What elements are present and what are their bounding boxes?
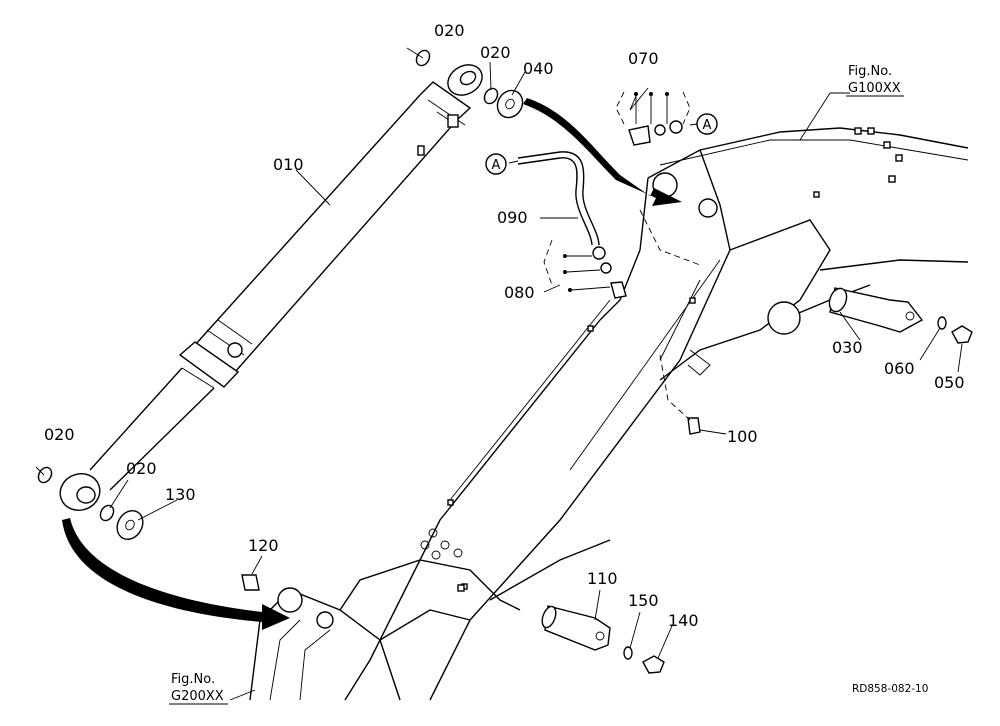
connector-a-right-circle	[696, 113, 718, 135]
grease-nipple-120	[241, 574, 260, 591]
boom-arm	[249, 127, 969, 701]
bolt-050	[951, 325, 973, 344]
connector-a-left-circle	[485, 153, 507, 175]
seal-020-top-right	[483, 87, 499, 105]
seal-020-bottom-right	[99, 504, 115, 522]
arrow-to-boom-top	[523, 98, 682, 206]
fig-ref-bottom-label: Fig.No.	[171, 672, 215, 687]
callout-070: 070	[628, 49, 659, 68]
callout-010: 010	[273, 155, 304, 174]
callout-090: 090	[497, 208, 528, 227]
arrow-to-boom-foot	[62, 518, 290, 630]
callout-140: 140	[668, 611, 699, 630]
assembly-arrows	[62, 98, 682, 630]
washer-060	[937, 316, 947, 330]
connector-a-right: A	[703, 118, 712, 133]
callout-020-top-right: 020	[480, 43, 511, 62]
callout-060: 060	[884, 359, 915, 378]
callout-120: 120	[248, 536, 279, 555]
callout-030: 030	[832, 338, 863, 357]
leader-lines	[35, 47, 963, 701]
connector-a-left: A	[492, 158, 501, 173]
group-brackets	[543, 87, 701, 421]
callout-020-bottom-left: 020	[44, 425, 75, 444]
callout-020-bottom-right: 020	[126, 459, 157, 478]
fig-ref-top-number: G100XX	[848, 81, 901, 96]
connector-markers: A A	[485, 113, 718, 175]
callout-040: 040	[523, 59, 554, 78]
boom-cylinder	[59, 64, 483, 511]
fitting-100	[687, 417, 701, 435]
drawing-number: RD858-082-10	[852, 683, 928, 695]
callouts: 020 010 020 040 070 090 080 020 020 130 …	[44, 21, 965, 630]
callout-020-top-left: 020	[434, 21, 465, 40]
bolt-140	[642, 655, 665, 674]
seal-020-bottom-left	[37, 466, 53, 484]
fitting-070-a	[628, 125, 651, 146]
callout-080: 080	[504, 283, 535, 302]
callout-150: 150	[628, 591, 659, 610]
hose-090	[517, 151, 600, 246]
washer-150	[623, 646, 633, 660]
figure-refs: Fig.No. G100XX Fig.No. G200XX	[169, 64, 904, 705]
small-parts	[37, 49, 973, 674]
callout-130: 130	[165, 485, 196, 504]
callout-110: 110	[587, 569, 618, 588]
fig-ref-bottom-number: G200XX	[171, 689, 224, 704]
washer-130	[116, 509, 144, 541]
fitting-080-a	[592, 246, 606, 260]
fig-ref-top-label: Fig.No.	[848, 64, 892, 79]
callout-050: 050	[934, 373, 965, 392]
washer-040	[496, 89, 524, 119]
callout-100: 100	[727, 427, 758, 446]
pin-030	[829, 287, 924, 333]
